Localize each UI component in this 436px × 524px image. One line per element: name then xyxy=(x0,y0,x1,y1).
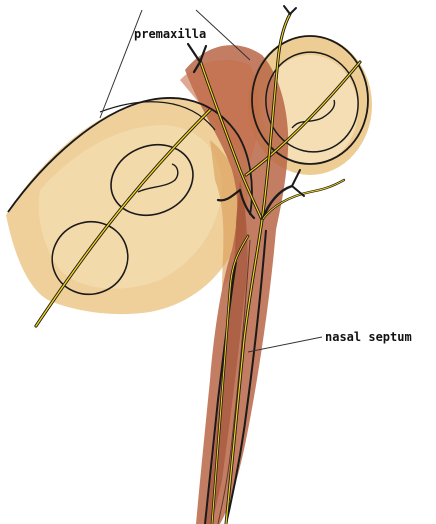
nasal-septum-label: nasal septum xyxy=(325,330,412,344)
premaxilla-label: premaxilla xyxy=(134,27,206,41)
